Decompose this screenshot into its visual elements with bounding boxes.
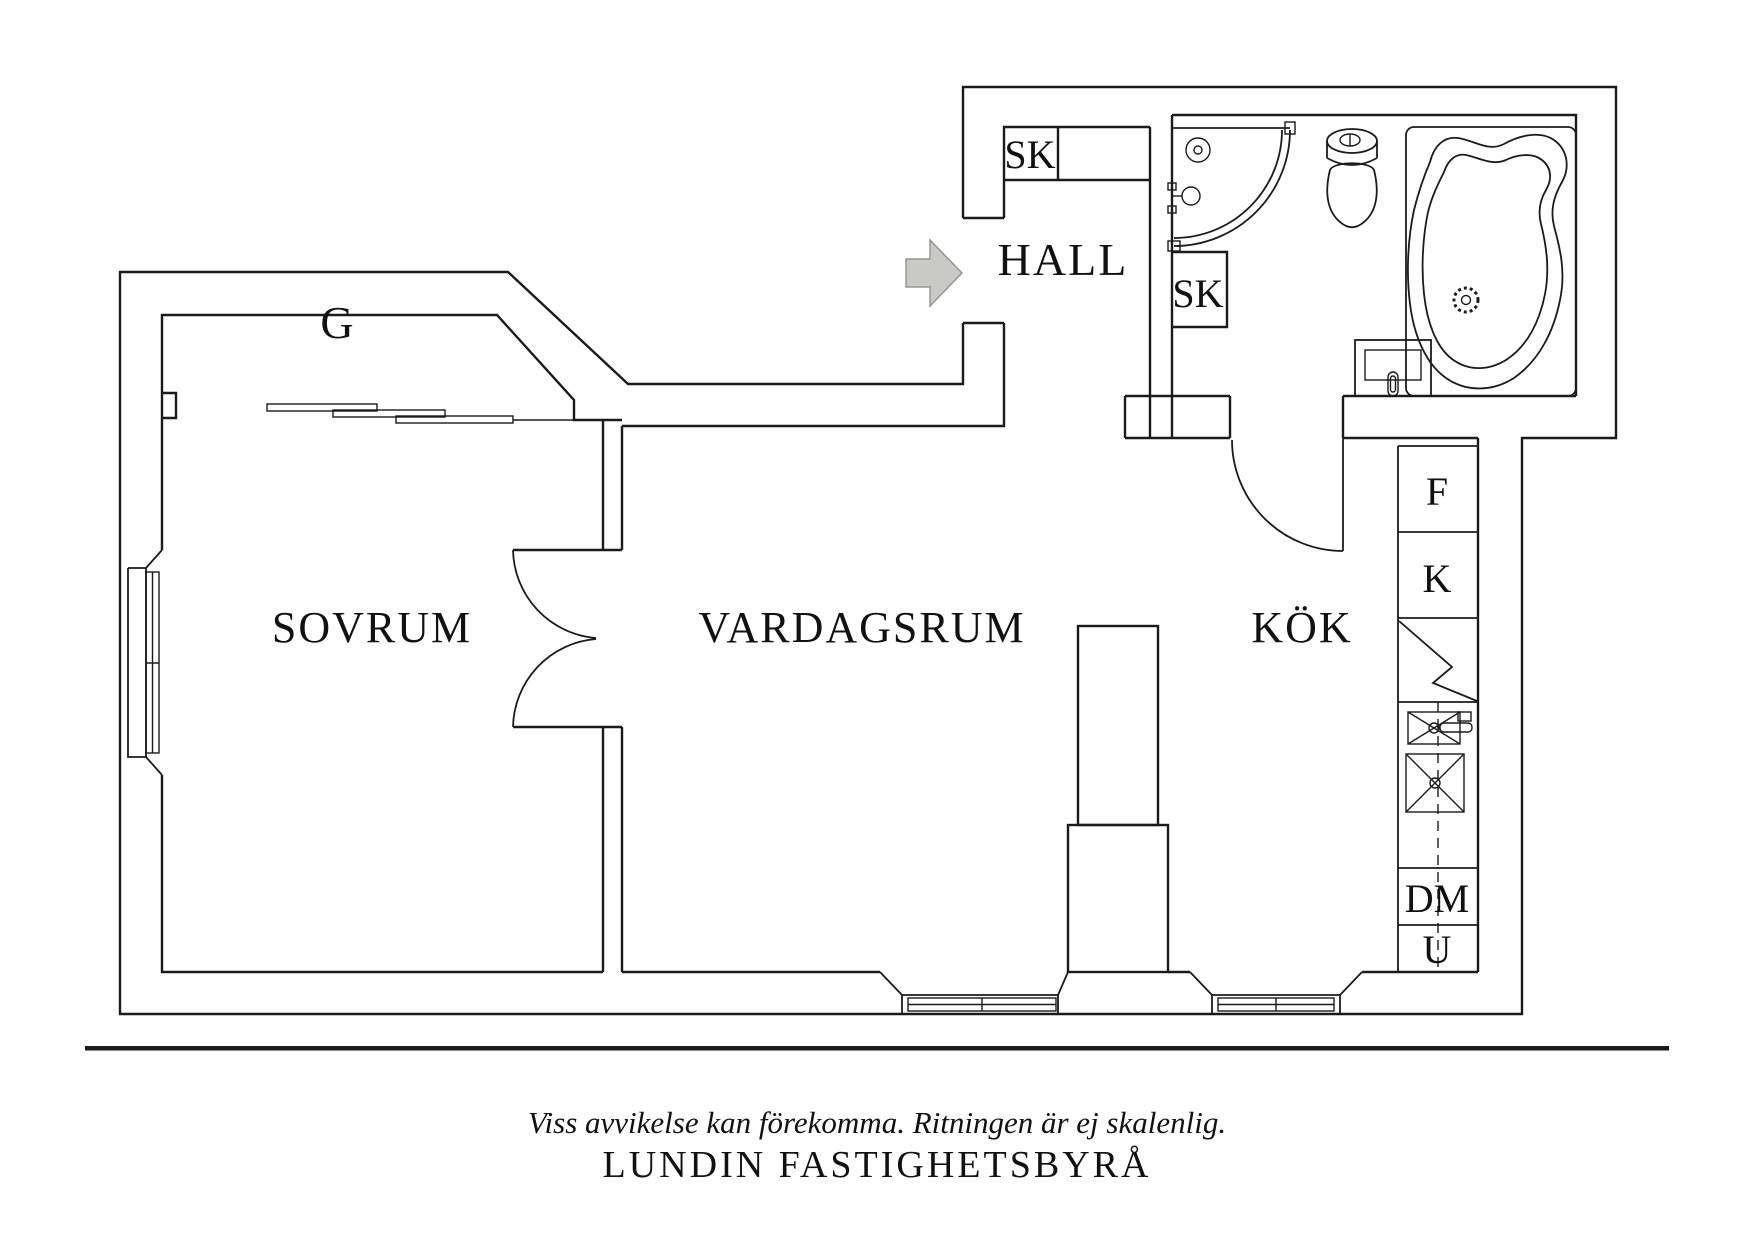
room-label-kitchen: KÖK	[1251, 603, 1352, 652]
outer-wall	[118, 85, 1618, 1016]
wardrobe-sliding-doors	[266, 403, 574, 424]
footer-divider	[85, 1046, 1669, 1051]
footer-agency: LUNDIN FASTIGHETSBYRÅ	[603, 1144, 1152, 1186]
chimney-column	[1066, 624, 1170, 974]
kitchen-unit-column	[1397, 445, 1478, 973]
toilet-icon	[1326, 128, 1378, 229]
drain-icon	[1452, 286, 1480, 314]
bathroom-south-wall	[1123, 394, 1576, 440]
kitchen-window	[1189, 971, 1363, 1014]
radiator	[1217, 997, 1335, 1012]
windows	[127, 549, 1363, 1014]
doors	[266, 403, 1344, 728]
unit-label-dishwasher: DM	[1405, 876, 1469, 921]
radiator	[145, 571, 160, 754]
living-window	[879, 971, 1069, 1014]
labels: G SOVRUM VARDAGSRUM HALL KÖK SK SK F K D…	[272, 132, 1469, 972]
wardrobe-pier	[162, 391, 178, 420]
unit-label-fridge: K	[1423, 556, 1452, 601]
bedroom-living-wall	[513, 420, 624, 972]
double-door	[512, 549, 597, 728]
unit-label-freezer: F	[1426, 469, 1448, 514]
hall-closet-row	[1004, 127, 1150, 182]
entrance-jambs	[963, 216, 1004, 325]
counter-zigzag	[1398, 620, 1478, 702]
stove-icon	[1405, 753, 1465, 813]
walls	[118, 85, 1618, 1016]
room-label-hall: HALL	[998, 234, 1129, 285]
kitchen-sink-icon	[1407, 711, 1473, 745]
bedroom-inner-wall	[160, 313, 622, 974]
bathtub-icon	[1405, 126, 1577, 397]
radiator	[907, 997, 1057, 1012]
bathroom-fixtures	[1167, 121, 1577, 397]
closet-label-bathroom: SK	[1172, 271, 1223, 316]
washbasin-icon	[1354, 339, 1432, 397]
bedroom-window	[127, 549, 163, 776]
hall-bathroom-wall	[1148, 115, 1174, 438]
footer-disclaimer: Viss avvikelse kan förekomma. Ritningen …	[528, 1105, 1226, 1140]
living-top-wall	[622, 125, 1150, 428]
unit-label-oven: U	[1423, 927, 1452, 972]
entry-arrow-icon	[905, 238, 964, 308]
bathroom-closet-box	[1172, 250, 1229, 329]
room-label-bedroom: SOVRUM	[272, 603, 472, 652]
bathroom-door	[1231, 438, 1344, 552]
shower-icon	[1167, 121, 1296, 252]
closet-label-hall: SK	[1004, 132, 1055, 177]
room-label-living: VARDAGSRUM	[698, 603, 1025, 652]
room-label-wardrobe: G	[320, 297, 355, 348]
footer: Viss avvikelse kan förekomma. Ritningen …	[85, 1046, 1669, 1186]
